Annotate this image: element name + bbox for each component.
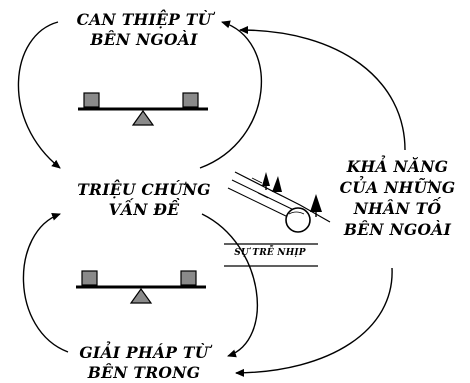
label-mid-line1: TRIỆU CHỨNG (77, 180, 211, 199)
label-top-line1: CAN THIỆP TỪ (76, 10, 212, 29)
label-mid-line2: VẤN ĐỀ (108, 200, 180, 219)
outer-loop-upper-arrow (239, 26, 406, 151)
bottom-balance-icon (76, 270, 206, 304)
bottom-loop-right-arrow (201, 213, 258, 358)
label-right-line2: CỦA NHỮNG (339, 178, 456, 197)
label-external-capability: KHẢ NĂNG CỦA NHỮNG NHÂN TỐ BÊN NGOÀI (330, 156, 465, 240)
label-right-line4: BÊN NGOÀI (343, 220, 452, 239)
label-bottom-line2: BÊN TRONG (87, 363, 201, 382)
label-right-line1: KHẢ NĂNG (346, 157, 449, 176)
label-delay: SỰ TRỄ NHỊP (234, 248, 306, 258)
label-right-line3: NHÂN TỐ (353, 199, 442, 218)
label-top-line2: BÊN NGOÀI (90, 30, 198, 49)
label-bottom-line1: GIẢI PHÁP TỪ (79, 343, 209, 362)
outer-loop-lower-arrow (235, 267, 393, 377)
label-problem-symptom: TRIỆU CHỨNG VẤN ĐỀ (54, 180, 234, 220)
bottom-loop-left-arrow (22, 212, 69, 353)
label-external-intervention: CAN THIỆP TỪ BÊN NGOÀI (54, 10, 234, 50)
top-loop-left-arrow (17, 21, 61, 169)
top-balance-icon (78, 92, 208, 126)
label-internal-solution: GIẢI PHÁP TỪ BÊN TRONG (54, 343, 234, 383)
snowball-slope-icon (227, 171, 331, 233)
